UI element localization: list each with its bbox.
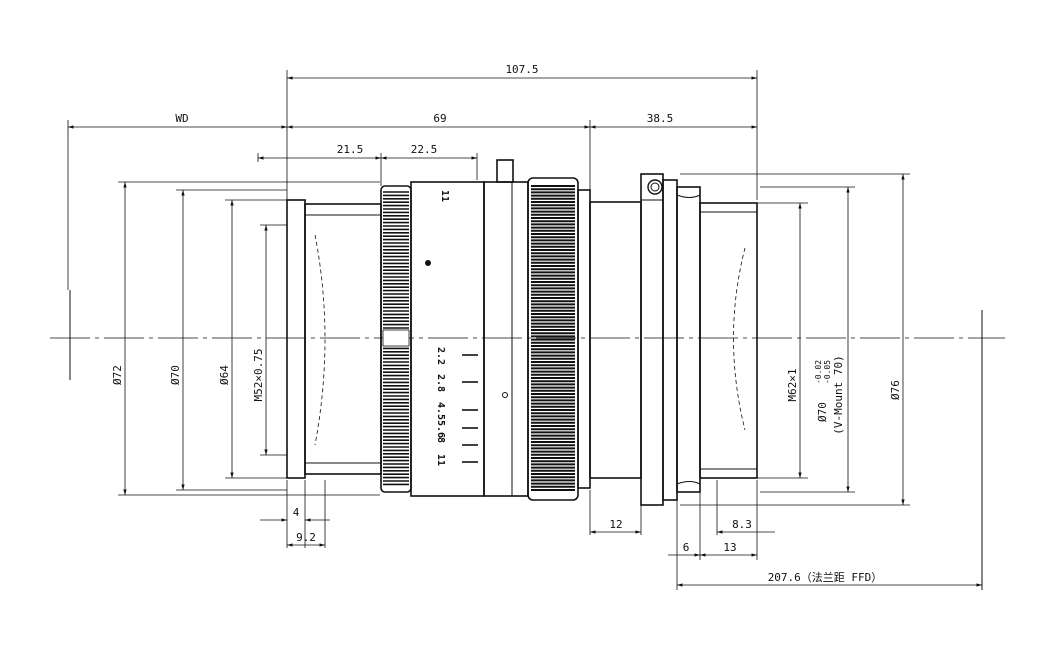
dim-dia-72: Ø72 xyxy=(111,181,380,496)
index-circle xyxy=(502,392,508,398)
dim-dia-70-label: Ø70 xyxy=(169,365,182,385)
lock-collar xyxy=(483,159,529,497)
dim-thread-front-label: M52×0.75 xyxy=(252,349,265,402)
dim-4: 4 xyxy=(260,506,330,522)
iris-ring xyxy=(527,177,579,501)
aperture-top-label: 11 xyxy=(439,190,450,202)
aperture-value-label: 5.6 xyxy=(435,420,446,438)
flange-screw xyxy=(647,179,663,195)
rear-mount xyxy=(699,202,758,479)
dim-overall-length-label: 107.5 xyxy=(505,63,538,76)
extension-lines xyxy=(67,70,758,590)
front-barrel xyxy=(286,199,382,479)
dim-dia-64-label: Ø64 xyxy=(218,365,231,385)
dim-21-5: 21.5 xyxy=(258,143,381,160)
dim-dia-70-vmount: Ø70 -0.02 -0.05 (V-Mount 70) xyxy=(760,186,855,493)
dim-thread-rear-label: M62×1 xyxy=(786,368,799,401)
aperture-value-label: 4.5 xyxy=(435,402,446,420)
dim-ffd-label: 207.6（法兰距 FFD） xyxy=(768,570,883,584)
focus-ring xyxy=(380,185,412,493)
front-lens-curve xyxy=(314,234,326,446)
dim-22-5: 22.5 xyxy=(381,143,477,160)
dim-9-2-label: 9.2 xyxy=(296,531,316,544)
index-dot xyxy=(425,260,431,266)
dim-4-label: 4 xyxy=(293,506,300,519)
dim-8-3-label: 8.3 xyxy=(732,518,752,531)
dim-tol-lower: -0.05 xyxy=(823,360,832,384)
aperture-value-label: 8 xyxy=(435,437,446,443)
dim-mount-length-label: 38.5 xyxy=(647,112,674,125)
dim-12: 12 xyxy=(590,518,641,534)
dim-9-2: 9.2 xyxy=(287,531,325,547)
dim-thread-front: M52×0.75 xyxy=(252,224,287,456)
dim-working-distance: WD xyxy=(68,112,287,129)
dim-13-label: 13 xyxy=(723,541,736,554)
dim-12-label: 12 xyxy=(609,518,622,531)
aperture-scale-ring: 11 2.2 2.8 4.55.68 11 xyxy=(410,181,485,497)
dim-6-label: 6 xyxy=(683,541,690,554)
dim-body-length: 69 xyxy=(287,112,590,129)
dim-dia-72-label: Ø72 xyxy=(111,365,124,385)
dim-8-3: 8.3 xyxy=(717,518,775,534)
dim-working-distance-label: WD xyxy=(175,112,188,125)
dim-mount-length: 38.5 xyxy=(590,112,757,129)
dim-body-length-label: 69 xyxy=(433,112,446,125)
dim-21-5-label: 21.5 xyxy=(337,143,364,156)
aperture-value-label: 2.8 xyxy=(435,374,446,392)
dim-dia-70-vmount-label: Ø70 xyxy=(816,402,829,422)
dim-thread-rear: M62×1 xyxy=(757,202,808,479)
dim-22-5-label: 22.5 xyxy=(411,143,438,156)
aperture-value-label: 2.2 xyxy=(435,347,446,365)
dim-dia-76: Ø76 xyxy=(680,173,910,506)
v-mount-flange xyxy=(640,173,701,506)
dim-dia-64: Ø64 xyxy=(218,199,287,479)
lock-screw xyxy=(496,159,514,183)
dim-tol-upper: -0.02 xyxy=(814,360,823,384)
aperture-value-label: 11 xyxy=(435,454,446,466)
dim-13: 13 xyxy=(700,541,757,557)
dim-ffd: 207.6（法兰距 FFD） xyxy=(677,570,982,587)
dim-overall-length: 107.5 xyxy=(287,63,757,80)
dim-dia-70: Ø70 xyxy=(169,189,287,491)
rear-body xyxy=(577,189,642,489)
dim-vmount-label: (V-Mount 70) xyxy=(832,355,845,434)
dim-6: 6 xyxy=(668,541,700,557)
dim-dia-76-label: Ø76 xyxy=(889,380,902,400)
rear-lens-curve xyxy=(733,247,746,431)
